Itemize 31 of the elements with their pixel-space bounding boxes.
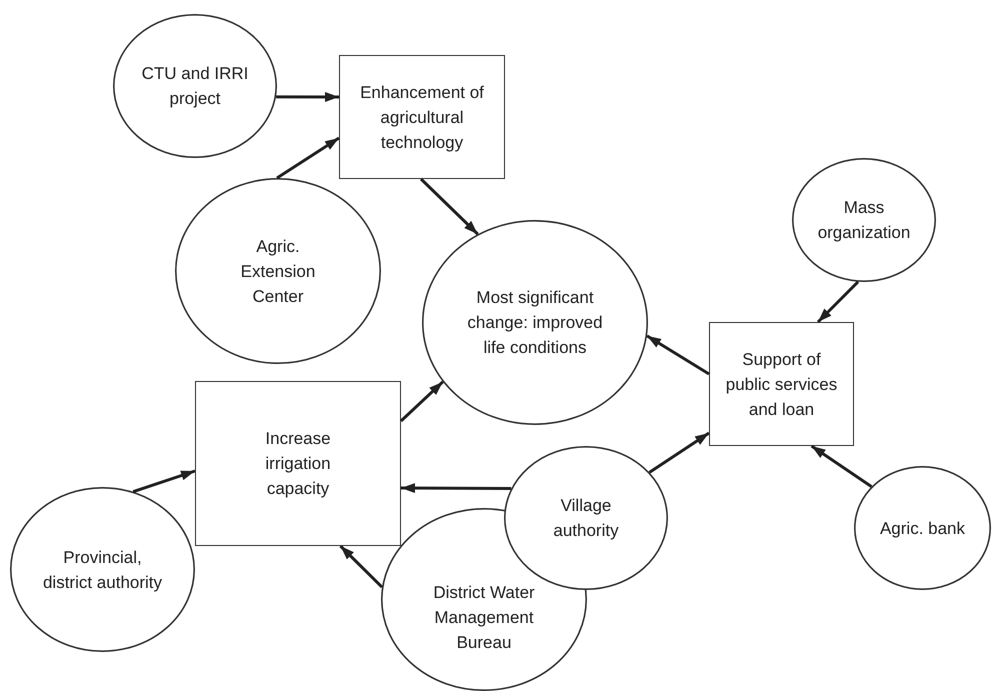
process-box xyxy=(339,55,505,179)
arrow xyxy=(339,544,383,588)
node-label: CTU and IRRI project xyxy=(140,63,250,110)
arrow xyxy=(420,178,479,236)
actor-ellipse xyxy=(175,178,381,364)
actor-ellipse xyxy=(422,220,648,425)
actor-ellipse xyxy=(10,487,195,652)
node-label: Enhancement of agricultural technology xyxy=(359,82,485,154)
arrow xyxy=(401,483,512,494)
arrow xyxy=(816,280,860,324)
actor-ellipse xyxy=(792,158,936,282)
node-label: District Water Management Bureau xyxy=(432,582,536,654)
arrow xyxy=(648,432,710,474)
arrow xyxy=(810,444,872,488)
actor-ellipse xyxy=(854,466,991,590)
process-box xyxy=(709,322,854,446)
process-box xyxy=(195,381,401,546)
node-label: Agric. bank xyxy=(880,518,966,540)
arrow xyxy=(276,92,339,102)
arrow xyxy=(646,334,710,376)
node-label: Agric. Extension Center xyxy=(240,236,316,308)
node-label: Village authority xyxy=(552,495,620,542)
arrow xyxy=(132,470,196,494)
node-label: Support of public services and loan xyxy=(724,348,838,420)
node-label: Increase irrigation capacity xyxy=(264,428,332,500)
arrow xyxy=(276,136,340,180)
node-label: Provincial, district authority xyxy=(42,546,162,594)
arrow xyxy=(400,380,444,422)
node-label: Most significant change: improved life conditions xyxy=(466,287,604,359)
actor-ellipse xyxy=(113,14,277,158)
node-label: Mass organization xyxy=(816,197,912,244)
